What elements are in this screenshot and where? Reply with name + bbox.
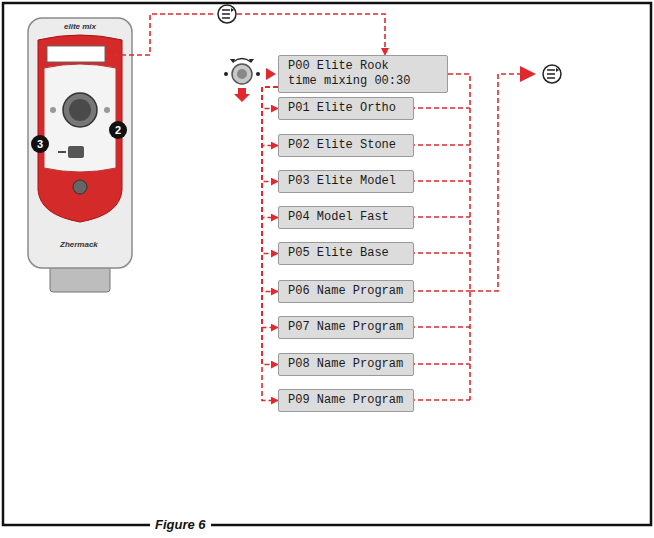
node-text: P08 Name Program [288, 357, 404, 372]
node-text: P07 Name Program [288, 320, 404, 335]
program-box: P06 Name Program [278, 280, 414, 303]
node-text: P01 Elite Ortho [288, 101, 404, 116]
dashed-connector [262, 87, 278, 182]
dashed-connector [262, 87, 278, 109]
callout-circle [31, 135, 49, 153]
dashed-connector [262, 87, 278, 328]
program-box: P03 Elite Model [278, 170, 414, 193]
node-text: P04 Model Fast [288, 210, 404, 225]
menu-icon [543, 65, 561, 83]
dashed-connector [262, 87, 278, 365]
program-box: P05 Elite Base [278, 242, 414, 265]
program-box: P02 Elite Stone [278, 134, 414, 157]
figure-frame [3, 3, 651, 525]
node-text: P02 Elite Stone [288, 138, 404, 153]
display-box: P00 Elite Rooktime mixing 00:30 [278, 55, 448, 93]
dashed-connector [262, 87, 278, 292]
node-text: P09 Name Program [288, 393, 404, 408]
figure-caption: Figure 6 [150, 517, 211, 532]
dashed-connector [262, 87, 278, 401]
knob-icon [224, 59, 276, 103]
dashed-connector [262, 87, 278, 218]
program-box: P08 Name Program [278, 353, 414, 376]
node-text: P05 Elite Base [288, 246, 404, 261]
callout-circle [109, 121, 127, 139]
arrow-head [520, 66, 536, 82]
node-text: P00 Elite Rook [288, 59, 438, 74]
menu-icon [218, 5, 236, 23]
mixer-device [28, 18, 132, 292]
program-box: P07 Name Program [278, 316, 414, 339]
dashed-connector [262, 87, 278, 146]
dashed-wire [105, 14, 520, 400]
node-text: P03 Elite Model [288, 174, 404, 189]
program-box: P04 Model Fast [278, 206, 414, 229]
brand-text: elite mix [64, 22, 96, 31]
node-text: time mixing 00:30 [288, 74, 438, 89]
program-box: P01 Elite Ortho [278, 97, 414, 120]
dashed-connector [262, 87, 278, 254]
program-box: P09 Name Program [278, 389, 414, 412]
brand-text: Zhermack [60, 240, 98, 249]
callout-number: 3 [32, 136, 48, 152]
node-text: P06 Name Program [288, 284, 404, 299]
callout-number: 2 [110, 122, 126, 138]
